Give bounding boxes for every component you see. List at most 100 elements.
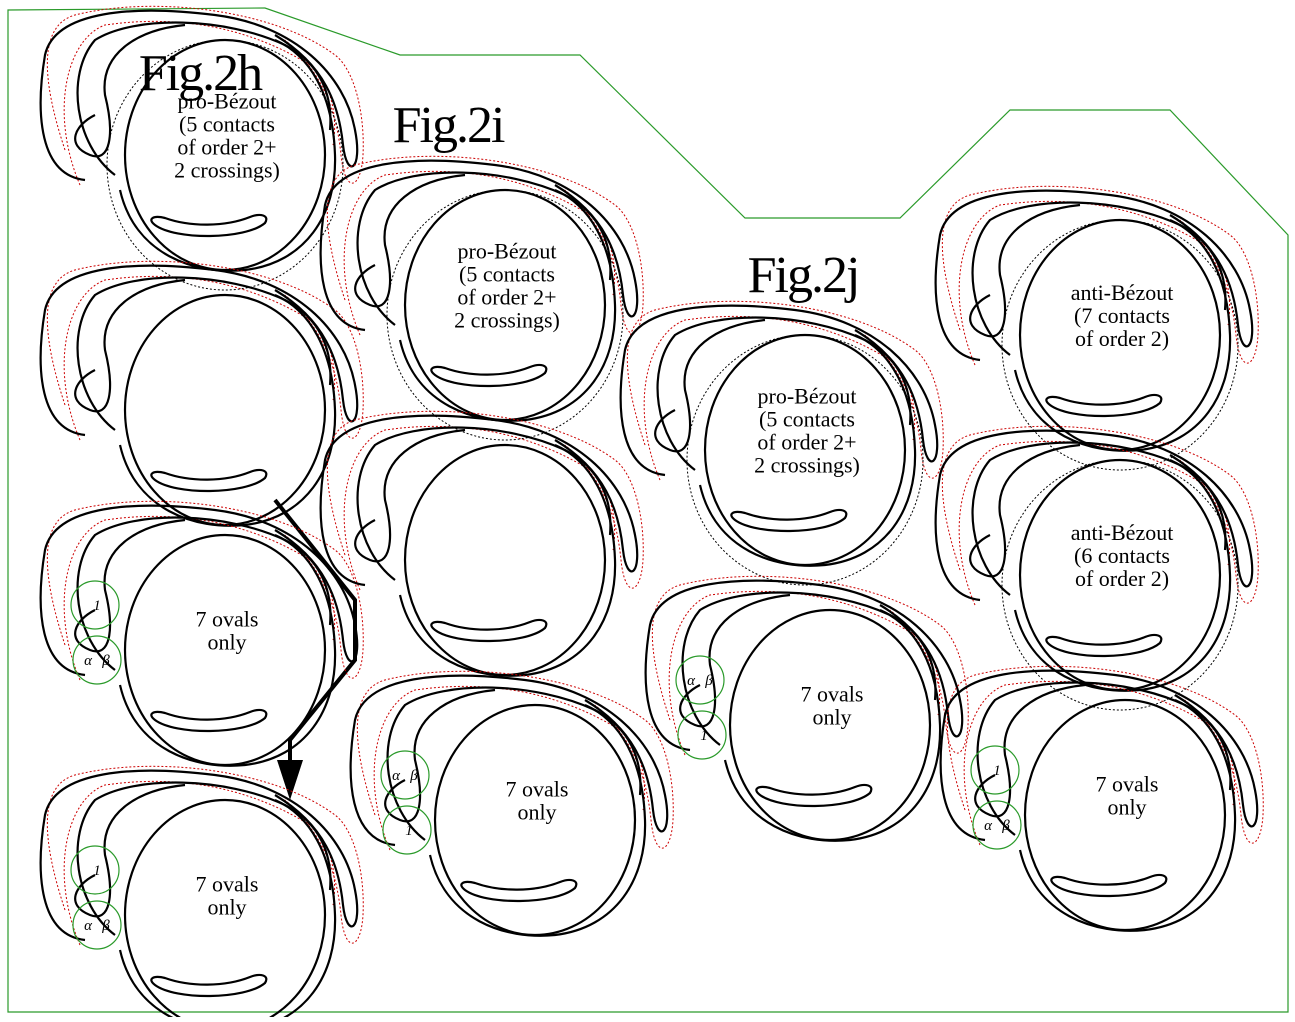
small-oval	[755, 783, 873, 808]
panel-label-line: 7 ovals	[801, 682, 864, 707]
marker-circle	[72, 635, 122, 685]
outer-branch	[619, 304, 939, 477]
outer-branch	[39, 769, 359, 942]
dotted-outer-branch	[356, 670, 674, 849]
marker-label-alpha: α	[84, 653, 93, 669]
marker-circle	[382, 805, 432, 855]
panel-label-line: (5 contacts	[459, 262, 555, 287]
panel-label-line: only	[517, 800, 556, 825]
panel-label-line: only	[207, 630, 246, 655]
dotted-outer-branch	[46, 260, 364, 439]
panel-label-line: only	[1107, 795, 1146, 820]
dotted-outer-branch	[941, 425, 1259, 604]
marker-label-alpha: α	[392, 768, 401, 784]
inner-branch	[969, 443, 1081, 578]
small-oval	[150, 973, 268, 998]
panel-label-line: (7 contacts	[1074, 303, 1170, 328]
inner-branch	[74, 23, 186, 158]
outer-branch	[39, 504, 359, 677]
dotted-inner-branch	[63, 275, 336, 441]
small-oval	[730, 508, 848, 533]
marker-label-alpha: α	[984, 818, 993, 834]
marker-circle	[70, 580, 120, 630]
panel-label-line: of order 2)	[1075, 566, 1169, 591]
marker-circle	[675, 655, 725, 705]
fig-2j-title: Fig.2j	[748, 247, 859, 304]
marker-label-1: 1	[993, 763, 1001, 779]
main-circle-second	[118, 533, 337, 767]
main-circle-second	[398, 443, 617, 677]
main-circle-second	[118, 293, 337, 527]
panel-label-line: only	[207, 895, 246, 920]
dotted-circle	[1001, 219, 1239, 471]
marker-label-alpha: α	[687, 673, 696, 689]
marker-circle	[72, 900, 122, 950]
marker-label-beta: β	[1001, 818, 1010, 834]
panel-label-line: (5 contacts	[179, 112, 275, 137]
outer-branch	[39, 264, 359, 437]
marker-label-1: 1	[93, 598, 101, 614]
middle-branch	[971, 201, 1227, 356]
panel-label-line: (6 contacts	[1074, 543, 1170, 568]
inner-branch	[354, 428, 466, 563]
inner-branch	[654, 318, 766, 453]
fig-2i-title: Fig.2i	[393, 97, 505, 154]
small-oval	[430, 618, 548, 643]
middle-branch	[976, 681, 1232, 836]
panel-label-line: pro-Bézout	[758, 384, 857, 409]
transition-arrow	[273, 498, 357, 800]
inner-branch	[974, 683, 1086, 818]
small-oval	[1050, 873, 1168, 898]
middle-branch	[681, 591, 937, 746]
dotted-outer-branch	[946, 665, 1264, 844]
panel-label-line: pro-Bézout	[458, 239, 557, 264]
outer-branch	[349, 674, 669, 847]
dotted-circle	[1001, 459, 1239, 711]
small-oval	[1045, 393, 1163, 418]
panel-label-line: 7 ovals	[196, 607, 259, 632]
main-circle-second	[1013, 458, 1232, 692]
inner-branch	[679, 593, 791, 728]
dotted-inner-branch	[343, 425, 616, 591]
marker-label-1: 1	[700, 728, 708, 744]
marker-label-beta: β	[704, 673, 713, 689]
dotted-outer-branch	[626, 300, 944, 479]
frame-border	[7, 7, 1289, 1013]
dotted-outer-branch	[46, 5, 364, 184]
marker-label-beta: β	[101, 653, 110, 669]
dotted-outer-branch	[46, 765, 364, 944]
main-circle-second	[723, 608, 942, 842]
dotted-circle	[686, 334, 924, 586]
middle-branch	[971, 441, 1227, 596]
middle-branch	[76, 276, 332, 431]
inner-branch	[74, 278, 186, 413]
panel-label-line: anti-Bézout	[1071, 520, 1174, 545]
marker-circle	[70, 845, 120, 895]
middle-branch	[76, 21, 332, 176]
main-circle	[123, 798, 327, 1022]
outer-branch	[319, 159, 639, 332]
dotted-circle	[106, 39, 344, 291]
middle-branch	[386, 686, 642, 841]
fig-2h-title: Fig.2h	[139, 45, 263, 102]
marker-label-beta: β	[101, 918, 110, 934]
marker-label-beta: β	[409, 768, 418, 784]
panel-i2	[319, 410, 644, 677]
panel-label-line: 2 crossings)	[454, 308, 560, 333]
panel-label-line: (5 contacts	[759, 407, 855, 432]
panel-label-line: 7 ovals	[196, 872, 259, 897]
panel-h2	[39, 260, 364, 527]
marker-circle	[677, 710, 727, 760]
panel-label-line: only	[812, 705, 851, 730]
outer-branch	[934, 189, 1254, 362]
small-oval	[150, 213, 268, 238]
middle-branch	[76, 781, 332, 936]
main-circle-second	[118, 798, 337, 1022]
